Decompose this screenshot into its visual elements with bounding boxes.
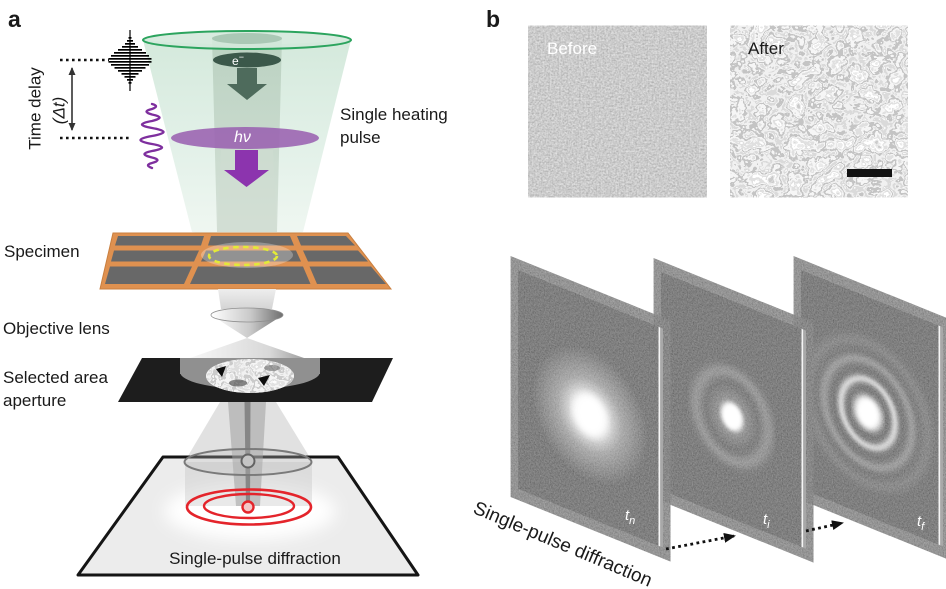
panel-a-label: a <box>8 6 21 32</box>
frame-label-tn: tn <box>625 507 636 527</box>
objective-lens-label: Objective lens <box>3 319 110 338</box>
time-sequence-arrow-1 <box>665 532 736 551</box>
electron-arrow-icon <box>227 68 267 100</box>
beam-entry-inner-disc <box>212 33 282 44</box>
laser-pulse-icon <box>139 102 165 170</box>
before-label: Before <box>547 39 598 58</box>
before-image <box>531 28 704 195</box>
diffraction-frame-tn <box>518 270 664 548</box>
after-label: After <box>748 39 784 58</box>
heating-pulse-disc <box>171 127 319 149</box>
electron-symbol: e− <box>232 52 244 68</box>
panel-b-label: b <box>486 6 501 32</box>
time-sequence-arrow-2 <box>805 520 844 533</box>
electron-pulse-icon <box>108 30 152 91</box>
time-delay-label: Time delay <box>25 67 45 150</box>
specimen-label: Specimen <box>4 242 80 261</box>
photon-arrow-icon <box>224 150 269 187</box>
beam-below-specimen <box>218 289 276 309</box>
after-image <box>733 28 905 195</box>
diffraction-rings <box>185 488 313 526</box>
scale-bar <box>847 169 892 177</box>
specimen-grid <box>99 232 393 290</box>
objective-lens <box>190 307 304 358</box>
projection-cylinder <box>183 402 313 507</box>
photon-symbol: hν <box>234 129 251 146</box>
frame-label-tf: tf <box>917 513 925 533</box>
panel-a-diffraction-label: Single-pulse diffraction <box>169 549 341 568</box>
heating-pulse-label: Single heating pulse <box>340 105 448 147</box>
electron-packet-disc <box>213 52 281 68</box>
diffraction-frame-ti <box>661 272 807 549</box>
detector-screen <box>76 455 420 577</box>
delta-t-label: (Δt) <box>49 96 69 125</box>
frame-label-ti: ti <box>763 511 770 531</box>
aperture-label: Selected area aperture <box>3 368 108 410</box>
aperture-plate <box>118 358 393 402</box>
diffraction-frame-tf <box>801 270 944 547</box>
selected-area-marker <box>207 245 279 267</box>
